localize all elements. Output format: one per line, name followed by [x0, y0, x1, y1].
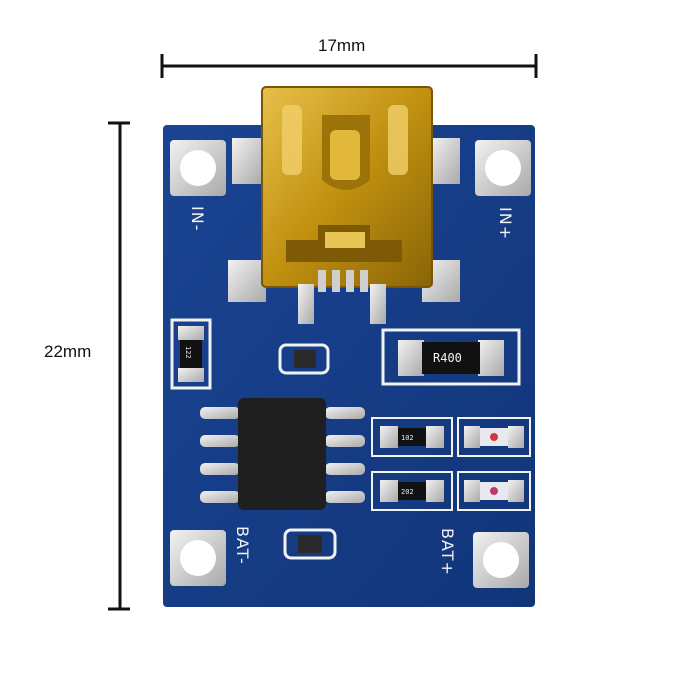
- resistor-r400: R400: [381, 328, 521, 386]
- height-dimension-label: 22mm: [44, 342, 92, 361]
- led-blue: [457, 471, 531, 511]
- led-red: [457, 417, 531, 457]
- width-dimension-label: 17mm: [318, 36, 366, 55]
- width-dimension-line: [160, 54, 538, 78]
- resistor-102: 102: [371, 417, 453, 457]
- height-dimension-line: [108, 121, 130, 611]
- small-capacitor-top: [278, 343, 330, 375]
- label-bat-plus: BAT+: [438, 528, 457, 576]
- resistor-202: 202: [371, 471, 453, 511]
- label-in-minus: IN-: [188, 206, 207, 231]
- mounting-hole-in-minus: [170, 140, 226, 196]
- charger-ic-chip: [200, 398, 365, 510]
- resistor-r400-label: R400: [433, 351, 462, 365]
- mini-usb-connector: [228, 86, 460, 324]
- mounting-hole-in-plus: [475, 140, 531, 196]
- label-bat-minus: BAT-: [233, 526, 252, 565]
- resistor-202-label: 202: [401, 488, 414, 496]
- resistor-122-label: 122: [184, 346, 192, 359]
- resistor-102-label: 102: [401, 434, 414, 442]
- mounting-hole-bat-plus: [473, 532, 529, 588]
- mounting-hole-bat-minus: [170, 530, 226, 586]
- resistor-122: 122: [170, 318, 212, 390]
- small-capacitor-bottom: [283, 528, 337, 560]
- label-in-plus: IN+: [496, 207, 515, 240]
